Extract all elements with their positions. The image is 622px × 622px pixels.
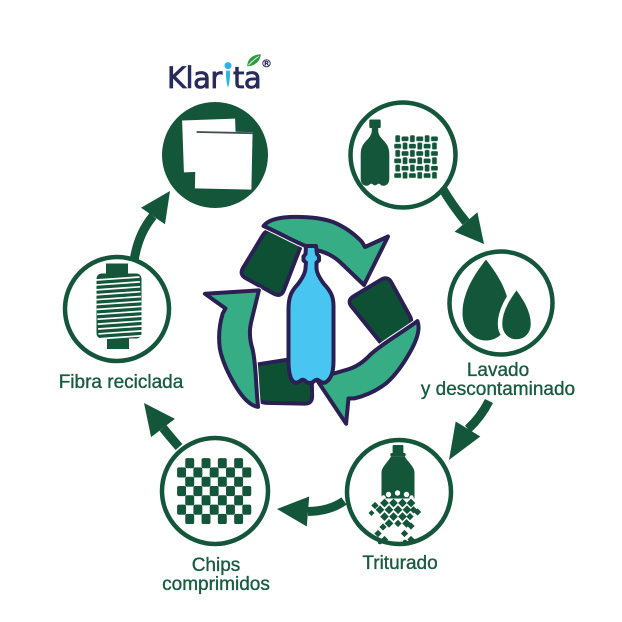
brand-text-klar: Klar	[167, 60, 223, 95]
label-lavado: Lavado y descontaminado	[420, 360, 576, 400]
label-chips: Chips comprimidos	[162, 555, 270, 595]
label-chips-line2: comprimidos	[162, 573, 270, 595]
label-triturado-line1: Triturado	[362, 553, 438, 574]
shredded-bottle-icon	[368, 445, 422, 545]
registered-mark: ®	[261, 57, 272, 70]
arrow-chips-to-fiber	[144, 403, 183, 450]
water-drops-icon	[462, 259, 536, 344]
arrow-shredding-to-chips	[277, 496, 347, 527]
recycle-symbol	[188, 213, 436, 434]
label-lavado-line2: y descontaminado	[420, 378, 576, 400]
station-chips	[159, 435, 271, 547]
brand-logo: Klar ta ®	[0, 0, 622, 100]
thread-spool-icon	[94, 263, 144, 349]
napkins-icon	[182, 118, 253, 190]
arrow-washing-to-shredding	[449, 398, 494, 460]
leaf-icon	[247, 54, 261, 67]
station-collection	[348, 100, 458, 210]
arrow-collection-to-washing	[437, 183, 484, 244]
station-fiber	[62, 254, 172, 364]
station-product	[162, 102, 268, 208]
bottle-and-fabric-icon	[360, 119, 438, 186]
station-washing	[447, 249, 555, 357]
label-triturado: Triturado	[362, 553, 438, 574]
checkerboard-chips-icon	[177, 458, 252, 524]
water-droplet-icon	[224, 62, 231, 88]
label-chips-line1: Chips	[191, 555, 241, 576]
station-shredding	[344, 437, 454, 547]
label-lavado-line1: Lavado	[466, 360, 530, 381]
cycle-arrows	[129, 183, 494, 527]
label-fibra-line1: Fibra reciclada	[58, 372, 184, 393]
label-fibra: Fibra reciclada	[58, 372, 184, 393]
arrow-fiber-to-product	[129, 191, 170, 262]
plastic-bottle-icon	[286, 244, 336, 386]
